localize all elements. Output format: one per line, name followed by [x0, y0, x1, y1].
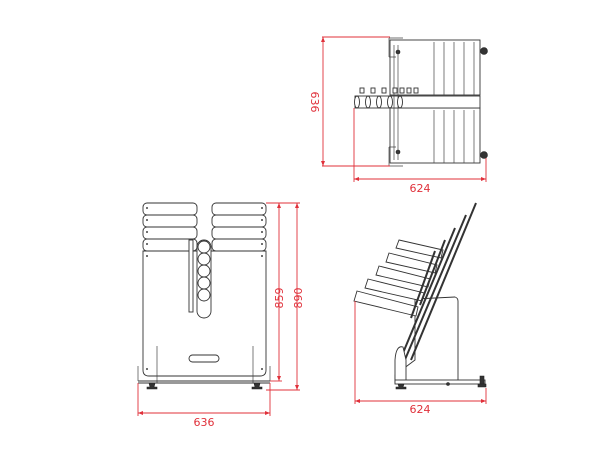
top-view-upper-shelves — [389, 39, 481, 96]
foot-icon — [251, 382, 263, 390]
wheel-icon — [480, 151, 488, 159]
side-view-shelves — [353, 239, 444, 317]
top-view-width-label: 624 — [410, 182, 431, 195]
side-view-dimensions: 624 — [354, 301, 487, 416]
wheel-icon — [480, 47, 488, 55]
top-view: 636 624 — [308, 36, 488, 195]
front-view-height-total-label: 890 — [292, 288, 305, 309]
front-view-height-panel-label: 859 — [273, 288, 286, 309]
front-view-handle — [188, 354, 220, 363]
front-view: 859 890 636 — [137, 202, 305, 429]
side-view-rods — [397, 202, 477, 366]
top-view-depth-label: 636 — [308, 92, 321, 113]
side-view: 624 — [353, 202, 487, 416]
front-view-width-label: 636 — [194, 416, 215, 429]
foot-icon — [395, 383, 407, 390]
front-view-dimensions: 859 890 636 — [137, 202, 305, 429]
foot-icon — [146, 382, 158, 390]
foot-icon — [477, 375, 487, 388]
top-view-dimensions: 636 624 — [308, 36, 487, 195]
top-view-lower-shelves — [389, 107, 481, 164]
side-view-depth-label: 624 — [410, 403, 431, 416]
top-view-tubes — [354, 87, 419, 109]
front-view-tubes — [188, 239, 212, 319]
